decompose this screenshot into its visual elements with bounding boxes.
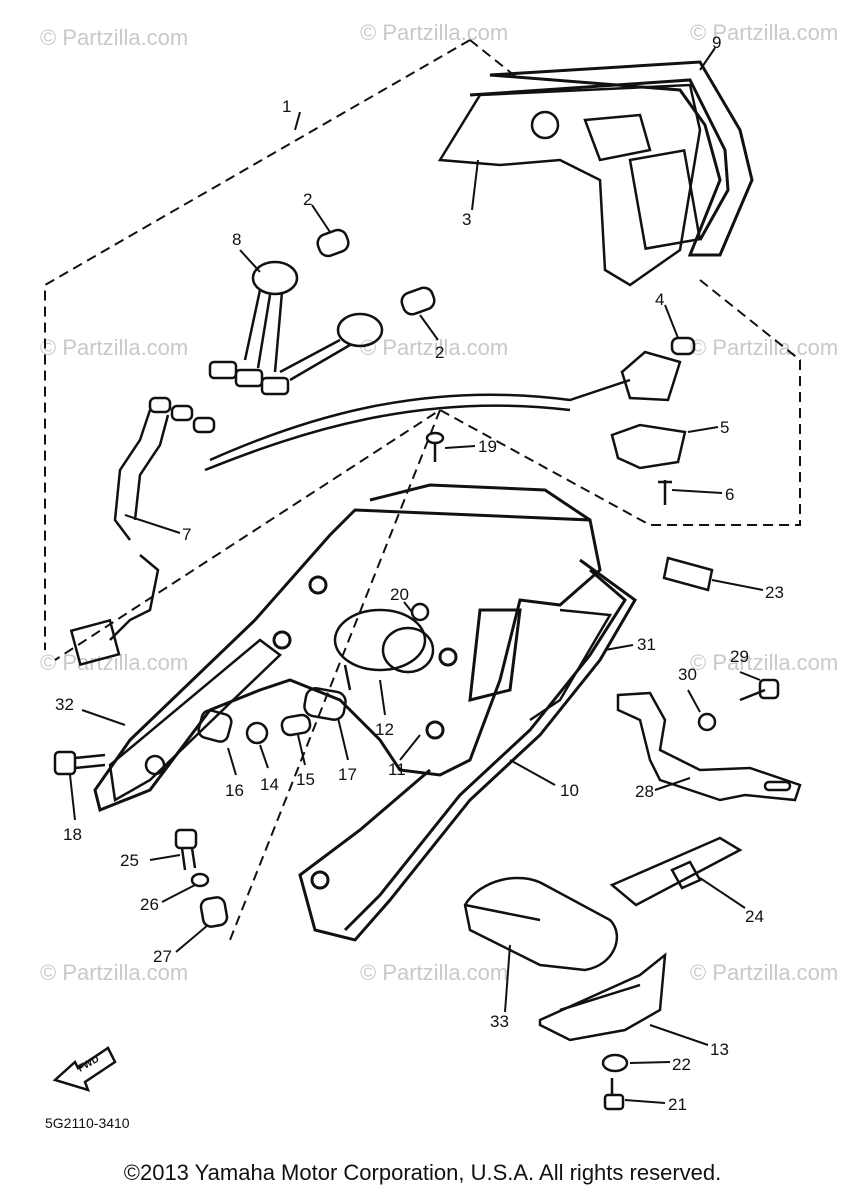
watermark: © Partzilla.com [690, 20, 838, 45]
part-label-12: 12 [375, 720, 394, 739]
copyright-notice: ©2013 Yamaha Motor Corporation, U.S.A. A… [123, 1160, 722, 1185]
watermark: © Partzilla.com [360, 335, 508, 360]
part-label-14: 14 [260, 775, 279, 794]
part-label-22: 22 [672, 1055, 691, 1074]
part-10-rear-fender [93, 483, 637, 942]
part-30-nut [697, 712, 717, 732]
part-label-21: 21 [668, 1095, 687, 1114]
part-19-screw [425, 431, 445, 462]
part-23-pad [662, 556, 714, 592]
part-7-connector-wire [69, 396, 216, 667]
part-label-4: 4 [655, 290, 664, 309]
parts-14-17-spacers [197, 687, 347, 745]
part-label-7: 7 [182, 525, 191, 544]
part-label-33: 33 [490, 1012, 509, 1031]
part-label-15: 15 [296, 770, 315, 789]
part-21-screw [603, 1078, 625, 1111]
part-label-25: 25 [120, 851, 139, 870]
part-label-2: 2 [435, 343, 444, 362]
part-label-10: 10 [560, 781, 579, 800]
part-label-28: 28 [635, 782, 654, 801]
watermark: © Partzilla.com [40, 25, 188, 50]
part-13-tray [538, 952, 667, 1042]
diagram-part-code: 5G2110-3410 [45, 1115, 130, 1131]
part-31-side-strip [529, 608, 613, 722]
part-label-19: 19 [478, 437, 497, 456]
part-label-13: 13 [710, 1040, 729, 1059]
part-label-9: 9 [712, 33, 721, 52]
part-9-lens-frame [469, 60, 754, 257]
part-label-16: 16 [225, 781, 244, 800]
part-label-2: 2 [303, 190, 312, 209]
part-18-bolt [53, 750, 106, 776]
part-12-bracket [333, 608, 435, 691]
part-label-17: 17 [338, 765, 357, 784]
parts-25-27-fasteners [174, 828, 229, 928]
watermark: © Partzilla.com [690, 650, 838, 675]
part-label-3: 3 [462, 210, 471, 229]
watermark: © Partzilla.com [40, 650, 188, 675]
part-32-side-rail [108, 638, 282, 802]
part-2-bulbs [316, 228, 436, 316]
part-label-32: 32 [55, 695, 74, 714]
part-label-1: 1 [282, 97, 291, 116]
wire-harness [204, 378, 631, 472]
part-24-strap [609, 836, 743, 907]
part-28-bracket [616, 691, 802, 802]
part-6-screw [658, 480, 672, 505]
fwd-label: FWD [76, 1054, 101, 1075]
watermark: © Partzilla.com [40, 960, 188, 985]
assembly-outline-1 [54, 279, 801, 661]
part-label-6: 6 [725, 485, 734, 504]
part-label-23: 23 [765, 583, 784, 602]
forward-arrow-icon: FWD [52, 1046, 117, 1092]
part-label-31: 31 [637, 635, 656, 654]
part-label-26: 26 [140, 895, 159, 914]
part-33-tool-pouch [463, 876, 619, 972]
assembly-outline-1 [44, 39, 471, 650]
part-8-socket-harness [208, 260, 384, 396]
part-4-bulb-socket [620, 336, 696, 402]
part-label-24: 24 [745, 907, 764, 926]
part-label-29: 29 [730, 647, 749, 666]
watermark: © Partzilla.com [360, 960, 508, 985]
part-label-20: 20 [390, 585, 409, 604]
watermarks: © Partzilla.com © Partzilla.com © Partzi… [40, 20, 838, 985]
part-label-30: 30 [678, 665, 697, 684]
part-5-cover [610, 423, 687, 470]
part-label-18: 18 [63, 825, 82, 844]
leader-lines [69, 47, 764, 1104]
part-label-8: 8 [232, 230, 241, 249]
part-number-labels: 1 2 2 3 4 5 6 7 8 9 10 11 12 13 14 15 16… [55, 33, 784, 1114]
part-label-5: 5 [720, 418, 729, 437]
watermark: © Partzilla.com [690, 335, 838, 360]
part-3-tail-light-housing [437, 83, 702, 287]
part-22-washer [601, 1053, 629, 1073]
part-label-27: 27 [153, 947, 172, 966]
part-label-11: 11 [388, 760, 406, 779]
part-20-grommet [410, 602, 430, 622]
watermark: © Partzilla.com [40, 335, 188, 360]
part-29-bolt [739, 678, 780, 702]
watermark: © Partzilla.com [690, 960, 838, 985]
watermark: © Partzilla.com [360, 20, 508, 45]
